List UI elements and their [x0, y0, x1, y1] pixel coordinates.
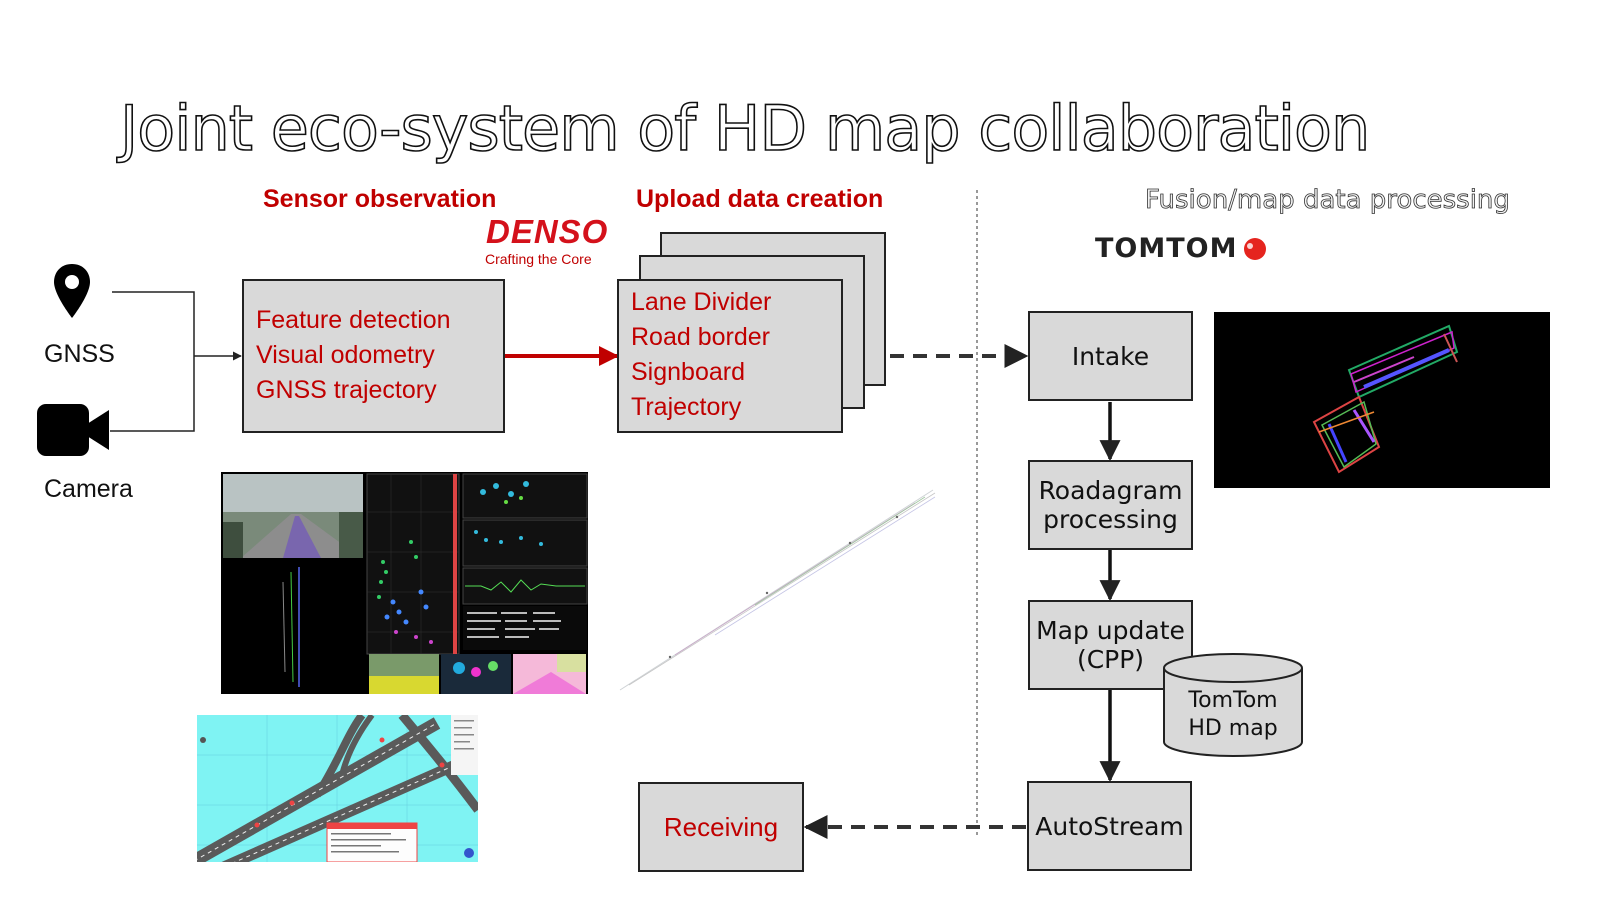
input-bracket: [110, 291, 195, 432]
intake-box: Intake: [1028, 311, 1193, 401]
upload-line-signboard: Signboard: [631, 358, 745, 386]
upload-line-road-border: Road border: [631, 323, 770, 351]
sensor-visualization-graphic: [223, 473, 588, 694]
page-title: Joint eco-system of HD map collaboration: [119, 91, 1371, 166]
receiving-label: Receiving: [663, 811, 779, 842]
upload-line-trajectory: Trajectory: [631, 393, 742, 421]
autostream-label: AutoStream: [1035, 811, 1184, 841]
gnss-label: GNSS: [44, 340, 115, 368]
roadagram-box: Roadagram processing: [1028, 460, 1193, 550]
fusion-point-cloud-graphic: [1312, 324, 1459, 474]
tomtom-logo-mark: [1244, 238, 1266, 260]
section-sensor-observation: Sensor observation: [263, 185, 497, 213]
section-fusion-processing: Fusion/map data processing: [1145, 185, 1511, 216]
hd-map-label-2: HD map: [1188, 716, 1278, 741]
location-pin-icon: [54, 264, 90, 318]
camera-label: Camera: [44, 475, 133, 503]
hd-map-viewer-graphic: [197, 715, 478, 862]
sensor-visualization-image: [221, 472, 588, 694]
tomtom-logo: TOMTOM: [1095, 233, 1238, 264]
hd-map-label-1: TomTom: [1188, 688, 1278, 713]
sensor-line-visual-odometry: Visual odometry: [256, 341, 435, 369]
video-camera-icon: [37, 404, 109, 456]
map-update-box: Map update (CPP): [1028, 600, 1193, 690]
roadagram-label-1: Roadagram: [1038, 476, 1183, 505]
denso-tagline: Crafting the Core: [485, 251, 592, 267]
upload-line-lane-divider: Lane Divider: [631, 288, 772, 316]
hd-map-database-icon: [1163, 653, 1303, 757]
intake-label: Intake: [1071, 341, 1150, 371]
hd-map-viewer-image: [197, 715, 478, 862]
upload-data-box: Lane Divider Road border Signboard Traje…: [617, 279, 843, 433]
roadagram-label-2: processing: [1043, 505, 1178, 534]
sensor-observation-box: Feature detection Visual odometry GNSS t…: [242, 279, 505, 433]
upload-trajectory-image: [619, 489, 936, 691]
sensor-line-gnss-trajectory: GNSS trajectory: [256, 376, 437, 404]
map-update-label-2: (CPP): [1076, 645, 1145, 674]
sensor-line-feature-detection: Feature detection: [256, 306, 451, 334]
denso-logo: DENSO: [486, 213, 609, 250]
hd-map-label: TomTom HD map: [1165, 687, 1301, 743]
receiving-box: Receiving: [638, 782, 804, 872]
section-upload-data-creation: Upload data creation: [636, 185, 884, 213]
map-update-label-1: Map update: [1036, 616, 1185, 645]
fusion-point-cloud-image: [1214, 312, 1550, 488]
autostream-box: AutoStream: [1027, 781, 1192, 871]
